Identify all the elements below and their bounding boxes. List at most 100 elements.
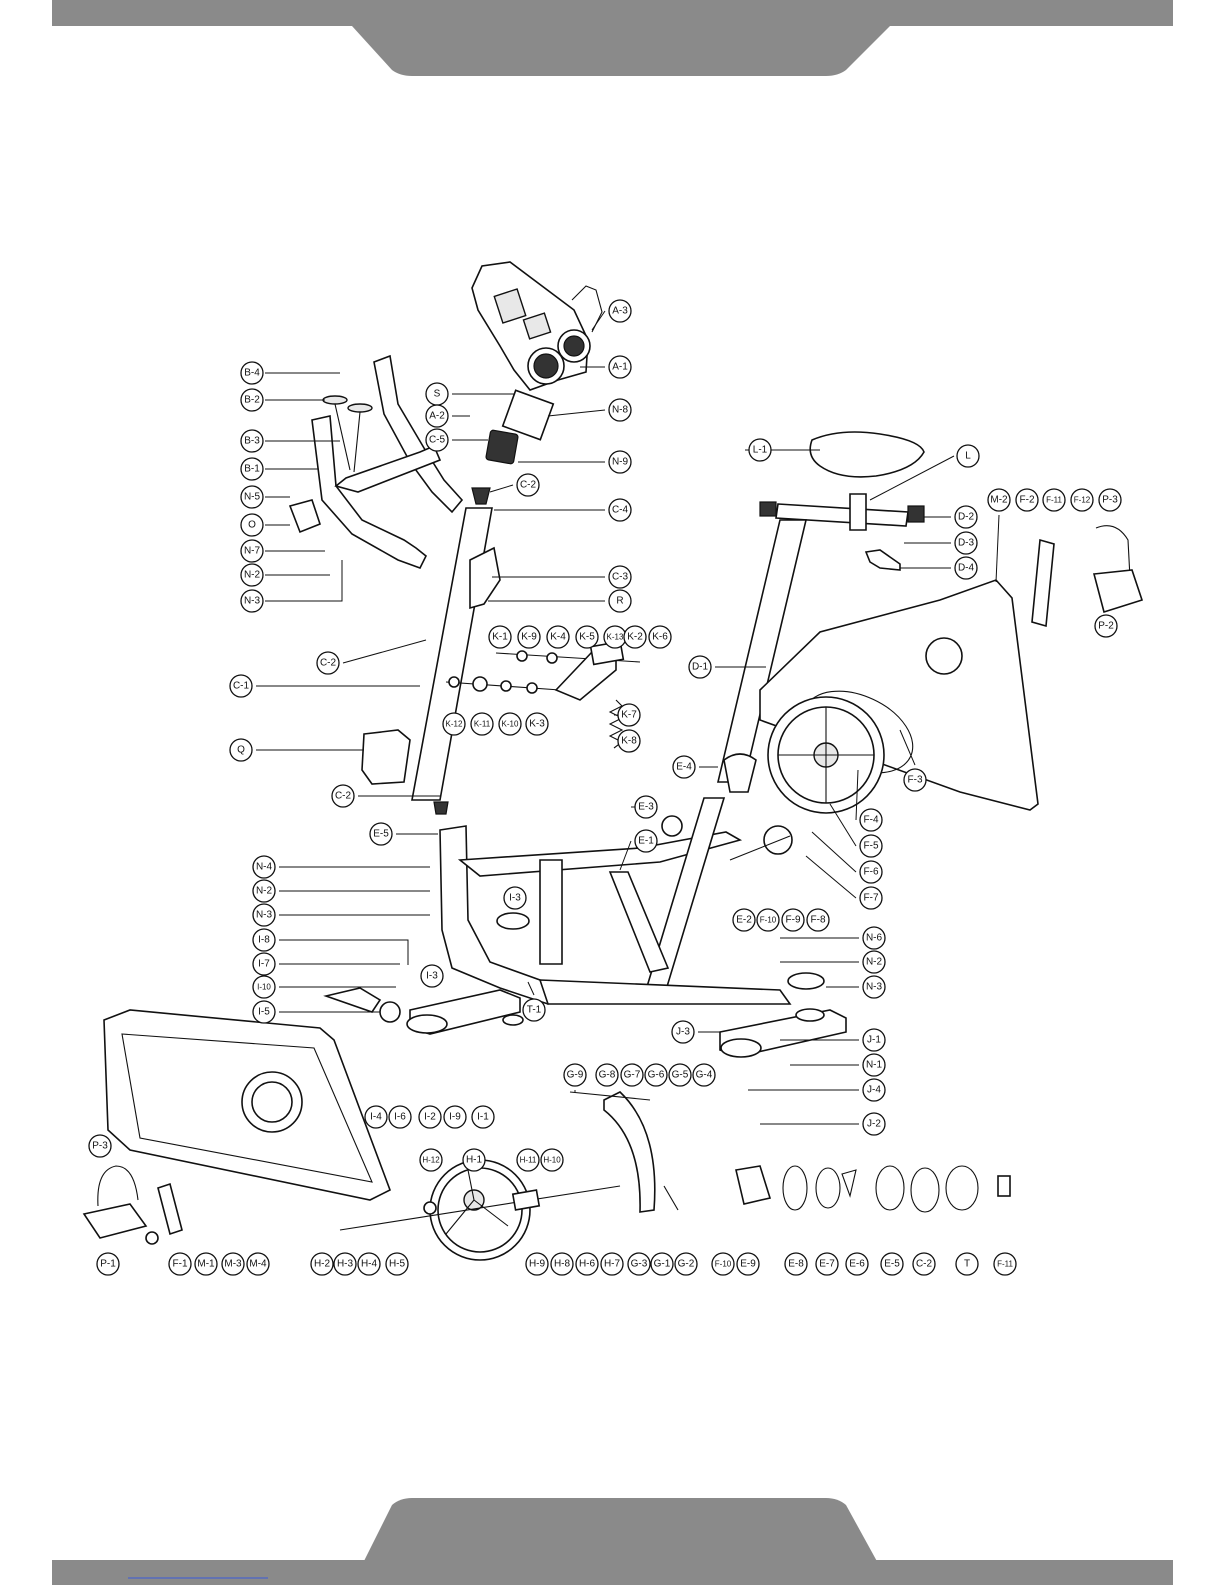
callout-circle: [648, 625, 672, 649]
callout-circle: [955, 1252, 979, 1276]
callout-k-6: K-6: [648, 625, 672, 649]
callout-f-2: F-2: [1015, 488, 1039, 512]
callout-text: T: [964, 1259, 970, 1270]
callout-circle: [385, 1252, 409, 1276]
callout-circle: [418, 1105, 442, 1129]
callout-text: Q: [237, 745, 245, 756]
callout-text: M-2: [990, 495, 1008, 506]
callout-text: K-5: [579, 632, 595, 643]
callout-circle: [1070, 488, 1094, 512]
callout-g-7: G-7: [620, 1063, 644, 1087]
callout-n-3: N-3: [240, 589, 264, 613]
callout-text: I-5: [258, 1007, 270, 1018]
callout-circle: [600, 1252, 624, 1276]
callout-text: H-12: [422, 1156, 440, 1165]
callout-text: G-7: [624, 1070, 641, 1081]
callout-text: K-1: [492, 632, 508, 643]
callout-circle: [240, 429, 264, 453]
callout-e-5: E-5: [369, 822, 393, 846]
callout-circle: [674, 1252, 698, 1276]
callout-text: K-12: [446, 720, 463, 729]
callout-n-7: N-7: [240, 539, 264, 563]
callout-text: I-2: [424, 1112, 436, 1123]
callout-text: N-3: [866, 982, 883, 993]
callout-circle: [516, 473, 540, 497]
right-shroud: [716, 519, 1144, 811]
callout-k-4: K-4: [546, 625, 570, 649]
callout-text: C-2: [916, 1259, 933, 1270]
callout-text: E-3: [638, 802, 654, 813]
callout-circle: [692, 1063, 716, 1087]
callout-circle: [756, 908, 780, 932]
callout-circle: [229, 674, 253, 698]
callout-circle: [540, 1148, 564, 1172]
callout-circle: [623, 625, 647, 649]
callout-circle: [240, 388, 264, 412]
callout-text: K-10: [502, 720, 519, 729]
callout-i-4: I-4: [364, 1105, 388, 1129]
callout-n-2: N-2: [252, 879, 276, 903]
seat-assembly: [759, 431, 925, 571]
callout-d-1: D-1: [688, 655, 712, 679]
callout-p-3: P-3: [1098, 488, 1122, 512]
callout-circle: [956, 444, 980, 468]
callout-circle: [462, 1148, 486, 1172]
callout-circle: [880, 1252, 904, 1276]
callout-circle: [993, 1252, 1017, 1276]
callout-j-4: J-4: [862, 1078, 886, 1102]
callout-circle: [608, 565, 632, 589]
callout-h-1: H-1: [462, 1148, 486, 1172]
callout-text: E-6: [849, 1259, 865, 1270]
callout-f-10: F-10: [756, 908, 780, 932]
callout-text: K-13: [607, 633, 624, 642]
callout-text: A-1: [612, 362, 628, 373]
callout-k-12: K-12: [442, 712, 466, 736]
callout-text: E-8: [788, 1259, 804, 1270]
callout-circle: [442, 712, 466, 736]
callout-circle: [525, 1252, 549, 1276]
callout-text: N-3: [244, 596, 261, 607]
callout-circle: [688, 655, 712, 679]
callout-h-3: H-3: [333, 1252, 357, 1276]
callout-text: I-4: [370, 1112, 382, 1123]
callout-circle: [859, 860, 883, 884]
callout-o: O: [240, 513, 264, 537]
callout-circle: [1015, 488, 1039, 512]
left-shroud: [103, 987, 401, 1201]
callout-circle: [563, 1063, 587, 1087]
callout-circle: [88, 1134, 112, 1158]
callout-circle: [595, 1063, 619, 1087]
callout-e-2: E-2: [732, 908, 756, 932]
callout-text: N-2: [866, 957, 883, 968]
callout-circle: [252, 903, 276, 927]
callout-text: F-11: [997, 1260, 1013, 1269]
callout-circle: [617, 729, 641, 753]
footer-band: [52, 1498, 1173, 1585]
callout-text: N-4: [256, 862, 273, 873]
callout-e-4: E-4: [672, 755, 696, 779]
callout-circle: [608, 355, 632, 379]
callout-circle: [912, 1252, 936, 1276]
callout-circle: [954, 531, 978, 555]
callout-text: K-7: [621, 710, 637, 721]
callout-circle: [1094, 614, 1118, 638]
callout-circle: [711, 1252, 735, 1276]
callout-text: H-1: [466, 1155, 483, 1166]
callout-circle: [96, 1252, 120, 1276]
callout-circle: [644, 1063, 668, 1087]
callout-text: P-2: [1098, 621, 1114, 632]
callout-t: T: [955, 1252, 979, 1276]
callout-circle: [608, 299, 632, 323]
callout-circle: [732, 908, 756, 932]
callout-text: K-4: [550, 632, 566, 643]
callout-text: E-5: [373, 829, 389, 840]
callout-m-3: M-3: [221, 1252, 245, 1276]
callout-n-9: N-9: [608, 450, 632, 474]
callout-k-2: K-2: [623, 625, 647, 649]
callout-text: E-9: [740, 1259, 756, 1270]
callout-text: H-8: [554, 1259, 571, 1270]
callout-d-2: D-2: [954, 505, 978, 529]
callout-text: I-7: [258, 959, 270, 970]
callout-c-2: C-2: [912, 1252, 936, 1276]
callout-circle: [525, 712, 549, 736]
